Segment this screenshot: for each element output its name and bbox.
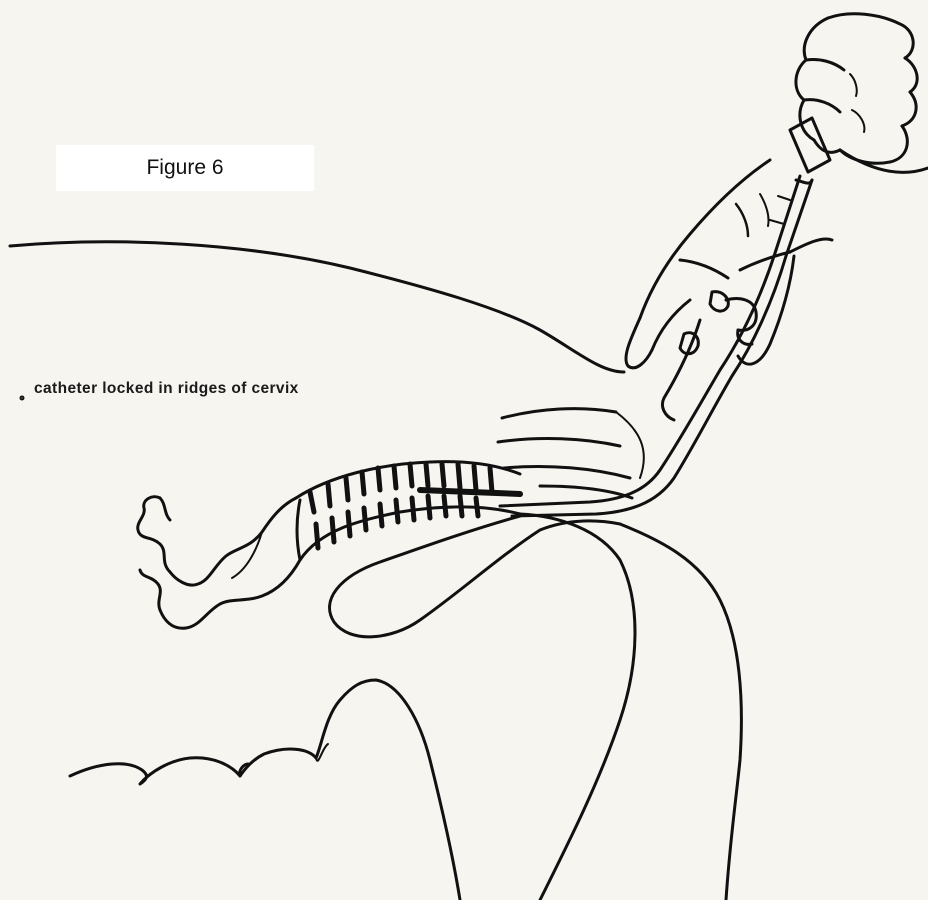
cervix (296, 462, 520, 560)
lower-loop (330, 516, 620, 637)
leg-contour (70, 680, 460, 900)
hand-drawing (626, 14, 928, 420)
inner-contour (520, 514, 635, 900)
back-contour (10, 242, 624, 372)
vulva-folds (498, 409, 644, 498)
figure-caption: catheter locked in ridges of cervix (34, 380, 299, 398)
figure-label-text: Figure 6 (146, 156, 223, 180)
stray-dot (21, 397, 24, 400)
catheter (500, 250, 786, 516)
uterus-horns (138, 497, 300, 629)
abdomen-contour (620, 524, 741, 900)
figure-label: Figure 6 (56, 145, 314, 191)
